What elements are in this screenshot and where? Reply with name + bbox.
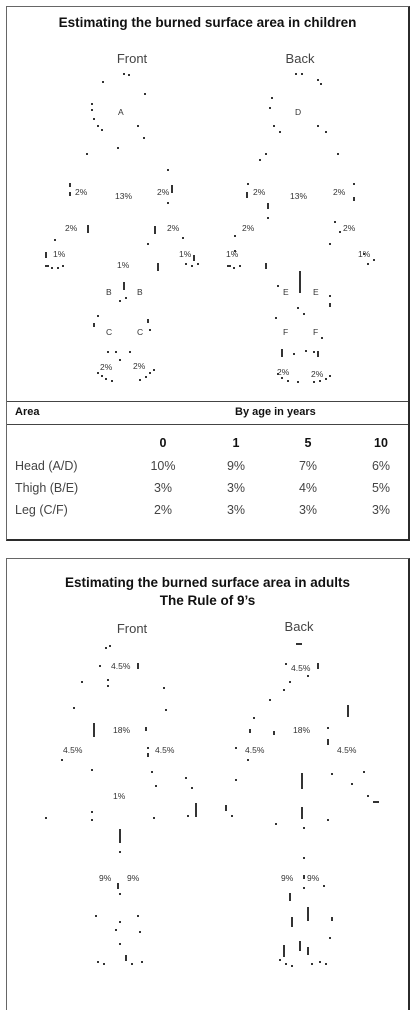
children-back-label: Back	[285, 51, 315, 66]
adults-front-label: Front	[116, 621, 148, 636]
table-area-header: Area	[15, 406, 40, 418]
child-front-thigh-left-label: B	[106, 287, 112, 297]
child-back-thigh-left-label: E	[283, 287, 289, 297]
child-back-foot-left-label: 2%	[277, 367, 290, 377]
table-cell: 6%	[371, 459, 391, 473]
table-cell: 10%	[150, 459, 176, 473]
child-front-upper-arm-right-label: 2%	[157, 187, 170, 197]
table-cell: 3%	[153, 481, 173, 495]
child-front-hand-right-label: 1%	[179, 249, 192, 259]
table-cell: 3%	[226, 481, 246, 495]
children-back-outline	[227, 73, 375, 383]
adult-front-head-label: 4.5%	[111, 661, 131, 671]
children-body-outlines	[45, 73, 375, 383]
child-front-lower-arm-left-label: 2%	[65, 223, 78, 233]
child-front-hand-left-label: 1%	[53, 249, 66, 259]
adults-front-outline	[45, 645, 197, 965]
adult-front-leg-left-label: 9%	[99, 873, 112, 883]
table-top-rule	[7, 401, 408, 402]
child-front-upper-arm-left-label: 2%	[75, 187, 88, 197]
adults-panel: Estimating the burned surface area in ad…	[6, 558, 410, 1010]
child-back-upper-arm-left-label: 2%	[253, 187, 266, 197]
adult-back-head-label: 4.5%	[291, 663, 311, 673]
table-age-col: 10	[374, 436, 388, 450]
child-back-foot-right-label: 2%	[311, 369, 324, 379]
table-cell: 3%	[371, 503, 391, 517]
table-row-name: Thigh (B/E)	[15, 481, 79, 495]
child-back-hand-right-label: 1%	[358, 249, 371, 259]
adult-front-trunk-label: 18%	[113, 725, 131, 735]
child-back-head-label: D	[295, 107, 302, 117]
table-cell: 3%	[298, 503, 318, 517]
adults-title: Estimating the burned surface area in ad…	[64, 575, 351, 590]
child-front-foot-left-label: 2%	[100, 362, 113, 372]
table-age-col: 0	[159, 436, 167, 450]
adult-front-arm-left-label: 4.5%	[63, 745, 83, 755]
children-panel: Estimating the burned surface area in ch…	[6, 6, 410, 541]
child-back-upper-arm-right-label: 2%	[333, 187, 346, 197]
children-title: Estimating the burned surface area in ch…	[58, 15, 357, 30]
child-front-genital-label: 1%	[117, 260, 130, 270]
child-back-lower-arm-right-label: 2%	[343, 223, 356, 233]
adult-back-arm-right-label: 4.5%	[337, 745, 357, 755]
adult-back-leg-left-label: 9%	[281, 873, 294, 883]
child-back-thigh-right-label: E	[313, 287, 319, 297]
table-row-name: Leg (C/F)	[15, 503, 68, 517]
adults-back-outline	[225, 643, 379, 967]
table-cell: 3%	[226, 503, 246, 517]
table-cell: 9%	[226, 459, 246, 473]
table-cell: 2%	[153, 503, 173, 517]
table-age-header: By age in years	[235, 406, 316, 418]
adult-back-leg-right-label: 9%	[307, 873, 320, 883]
child-back-lower-arm-left-label: 2%	[242, 223, 255, 233]
child-front-trunk-label: 13%	[115, 191, 133, 201]
child-back-leg-left-label: F	[283, 327, 289, 337]
child-front-leg-right-label: C	[137, 327, 144, 337]
adult-front-leg-right-label: 9%	[127, 873, 140, 883]
table-cell: 5%	[371, 481, 391, 495]
child-front-head-label: A	[118, 107, 124, 117]
adult-back-arm-left-label: 4.5%	[245, 745, 265, 755]
child-front-foot-right-label: 2%	[133, 361, 146, 371]
table-age-col: 5	[304, 436, 312, 450]
table-row-name: Head (A/D)	[15, 459, 78, 473]
adult-front-arm-right-label: 4.5%	[155, 745, 175, 755]
child-front-thigh-right-label: B	[137, 287, 143, 297]
children-front-outline	[45, 73, 199, 382]
adult-front-genital-label: 1%	[113, 791, 126, 801]
adults-back-label: Back	[284, 619, 314, 634]
child-back-leg-right-label: F	[313, 327, 319, 337]
table-cell: 7%	[298, 459, 318, 473]
table-age-col: 1	[232, 436, 240, 450]
table-cell: 4%	[298, 481, 318, 495]
children-front-label: Front	[116, 51, 148, 66]
adult-back-trunk-label: 18%	[293, 725, 311, 735]
table-header-rule	[7, 424, 408, 425]
child-front-lower-arm-right-label: 2%	[167, 223, 180, 233]
child-front-leg-left-label: C	[106, 327, 113, 337]
child-back-trunk-label: 13%	[290, 191, 308, 201]
child-back-hand-left-label: 1%	[226, 249, 239, 259]
adults-body-outlines	[45, 643, 379, 967]
adults-subtitle: The Rule of 9’s	[159, 593, 256, 608]
